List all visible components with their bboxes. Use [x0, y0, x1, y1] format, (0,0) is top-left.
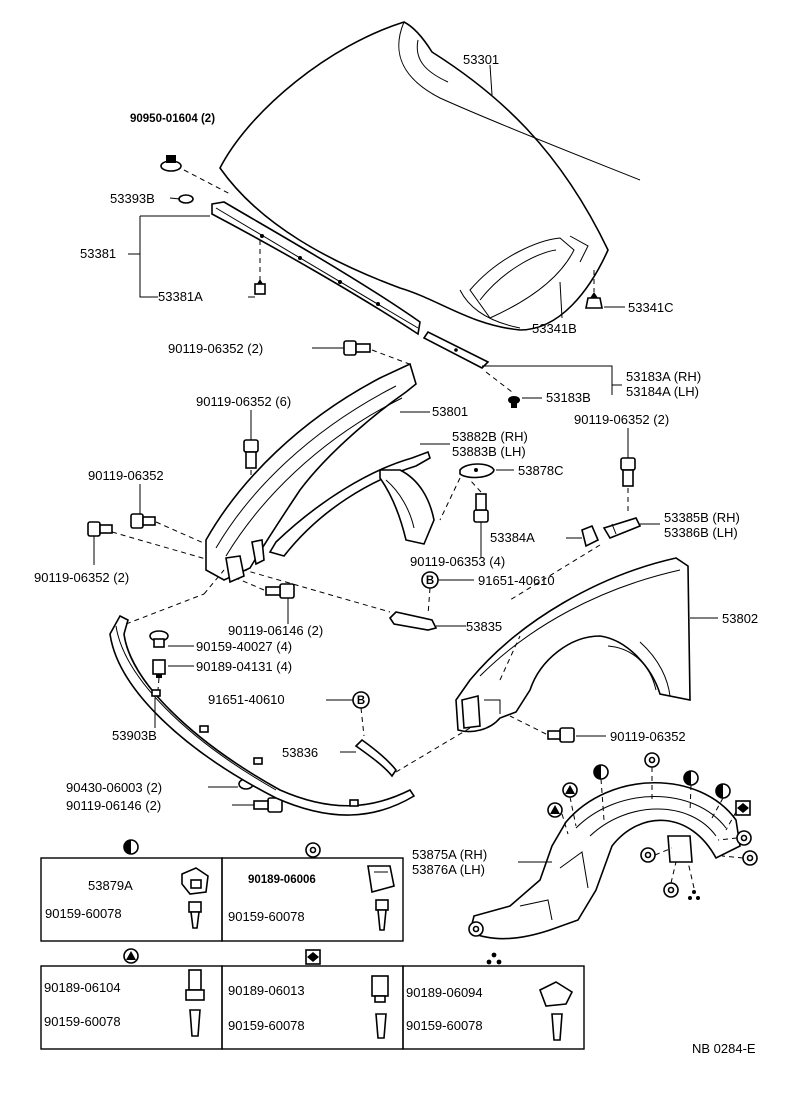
label-bolt-e: 90119-06352 (2) — [34, 570, 129, 585]
label-nut-j: 90189-04131 (4) — [196, 659, 292, 674]
hood-seal — [211, 201, 421, 336]
front-moulding — [109, 614, 416, 816]
label-screw-i: 90159-40027 (4) — [196, 639, 292, 654]
label-seal: 53381 — [80, 246, 116, 261]
label-hood-cushion: 53341C — [628, 300, 674, 315]
label-holder-lh: 53386B (LH) — [664, 525, 738, 540]
apron-inner — [268, 450, 435, 557]
kit-part-2b: 90159-60078 — [228, 909, 305, 924]
kit-part-3a: 90189-06104 — [44, 980, 121, 995]
label-bolt-f: 90119-06353 (4) — [410, 554, 505, 569]
label-bracket-clip: 53183B — [546, 390, 591, 405]
b-clip-marker: B — [421, 571, 439, 589]
label-apron: 53801 — [432, 404, 468, 419]
label-bolt-a: 90119-06352 (2) — [168, 341, 263, 356]
label-apron-rh: 53882B (RH) — [452, 429, 528, 444]
label-bolt-l: 90119-06352 — [610, 729, 686, 744]
stay-part — [459, 463, 495, 479]
screw-part — [149, 630, 169, 648]
bolt-b — [243, 439, 259, 469]
bolt-d — [130, 513, 156, 529]
callout-labels: 53301 90950-01604 (2) 53393B 53381 53381… — [34, 52, 758, 1056]
kit-part-2a: 90189-06006 — [248, 874, 316, 886]
label-clip-g: 91651-40610 — [478, 573, 555, 588]
kit-part-1b: 90159-60078 — [45, 906, 122, 921]
kit-box-triangle: 90189-06104 90159-60078 — [40, 948, 223, 1050]
label-washer-m: 90430-06003 (2) — [66, 780, 162, 795]
fender-apron — [205, 362, 417, 584]
holder-part — [581, 517, 642, 548]
label-liner-lh: 53876A (LH) — [412, 862, 485, 877]
bolt-c — [620, 457, 636, 487]
label-bolt-c: 90119-06352 (2) — [574, 412, 669, 427]
svg-text:B: B — [426, 575, 434, 587]
kit-part-4b: 90159-60078 — [228, 1018, 305, 1033]
label-bracket-rh: 53183A (RH) — [626, 369, 701, 384]
label-stay: 53878C — [518, 463, 564, 478]
label-apron-lh: 53883B (LH) — [452, 444, 526, 459]
seal-clip-part — [178, 194, 194, 204]
kit-box-half-circle: 53879A 90159-60078 — [40, 839, 223, 942]
label-hood-sub: 53341B — [532, 321, 577, 336]
label-liner-rh: 53875A (RH) — [412, 847, 487, 862]
label-holder-rh: 53385B (RH) — [664, 510, 740, 525]
bolt-a — [343, 340, 371, 356]
kit-part-5b: 90159-60078 — [406, 1018, 483, 1033]
kit-box-three-dots: 90189-06094 90159-60078 — [402, 952, 585, 1050]
label-seal-clip: 53393B — [110, 191, 155, 206]
bolt-l — [547, 727, 575, 743]
seal-clip-a-part — [254, 279, 266, 295]
bracket-clip-part — [508, 396, 520, 408]
brace-2-part — [354, 738, 397, 778]
hood-bracket — [422, 330, 490, 369]
kit-box-gear: 90189-06006 90159-60078 — [221, 842, 404, 942]
bolt-h — [265, 583, 295, 599]
label-bolt-n: 90119-06146 (2) — [66, 798, 161, 813]
label-clip-k: 91651-40610 — [208, 692, 285, 707]
front-fender — [455, 557, 691, 733]
label-hood: 53301 — [463, 52, 499, 67]
label-bolt-b: 90119-06352 (6) — [196, 394, 291, 409]
hood-cushion-part — [585, 292, 603, 309]
label-holder: 53384A — [490, 530, 535, 545]
label-brace: 53835 — [466, 619, 502, 634]
liner-leaders — [561, 767, 744, 889]
kit-part-3b: 90159-60078 — [44, 1014, 121, 1029]
fender-liner — [469, 782, 741, 940]
kit-box-diamond: 90189-06013 90159-60078 — [221, 949, 404, 1050]
label-hood-clip: 90950-01604 (2) — [130, 113, 215, 125]
svg-text:B: B — [357, 695, 365, 707]
label-moulding: 53903B — [112, 728, 157, 743]
brace-part — [388, 611, 438, 631]
label-bolt-d: 90119-06352 — [88, 468, 164, 483]
kit-part-1a: 53879A — [88, 878, 133, 893]
kit-part-4a: 90189-06013 — [228, 983, 305, 998]
label-seal-clip-a: 53381A — [158, 289, 203, 304]
kit-part-5a: 90189-06094 — [406, 985, 483, 1000]
bolt-f — [473, 493, 489, 523]
hood-clip-part — [160, 155, 182, 172]
label-bolt-h: 90119-06146 (2) — [228, 623, 323, 638]
label-fender: 53802 — [722, 611, 758, 626]
bolt-e — [87, 521, 113, 537]
label-brace-2: 53836 — [282, 745, 318, 760]
bolt-n — [253, 797, 283, 813]
b-clip-marker-2: B — [352, 691, 370, 709]
three-dots-icon — [486, 952, 502, 965]
label-bracket-lh: 53184A (LH) — [626, 384, 699, 399]
nut-part — [152, 659, 166, 678]
label-doc-code: NB 0284-E — [692, 1041, 756, 1056]
hood — [219, 21, 641, 331]
